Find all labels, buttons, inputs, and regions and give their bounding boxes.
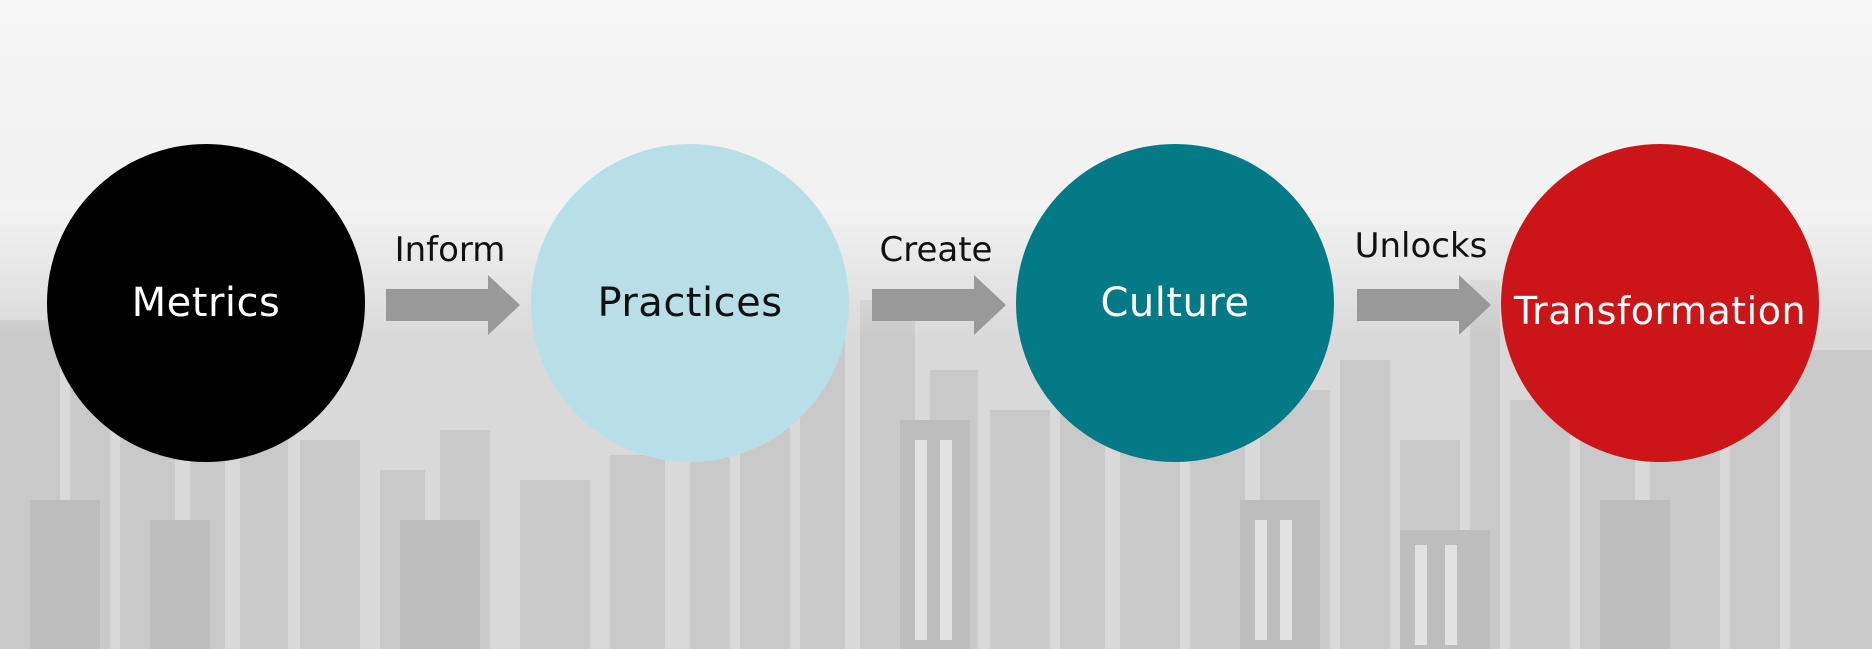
node-practices: Practices [531,144,849,462]
connector-create: Create [866,230,1006,340]
node-culture-label: Culture [1100,280,1250,326]
node-metrics: Metrics [47,144,365,462]
node-practices-label: Practices [597,280,783,326]
connector-unlocks-label: Unlocks [1354,226,1488,266]
connector-unlocks: Unlocks [1351,226,1491,340]
connector-inform: Inform [380,230,520,340]
arrow-right-icon [872,275,1006,335]
node-transformation: Transformation [1501,144,1819,462]
node-metrics-label: Metrics [131,280,281,326]
node-transformation-label: Transformation [1513,289,1807,333]
node-culture: Culture [1016,144,1334,462]
connector-inform-label: Inform [394,230,506,270]
arrow-right-icon [1357,275,1491,335]
arrow-right-icon [386,275,520,335]
connector-create-label: Create [879,230,993,270]
